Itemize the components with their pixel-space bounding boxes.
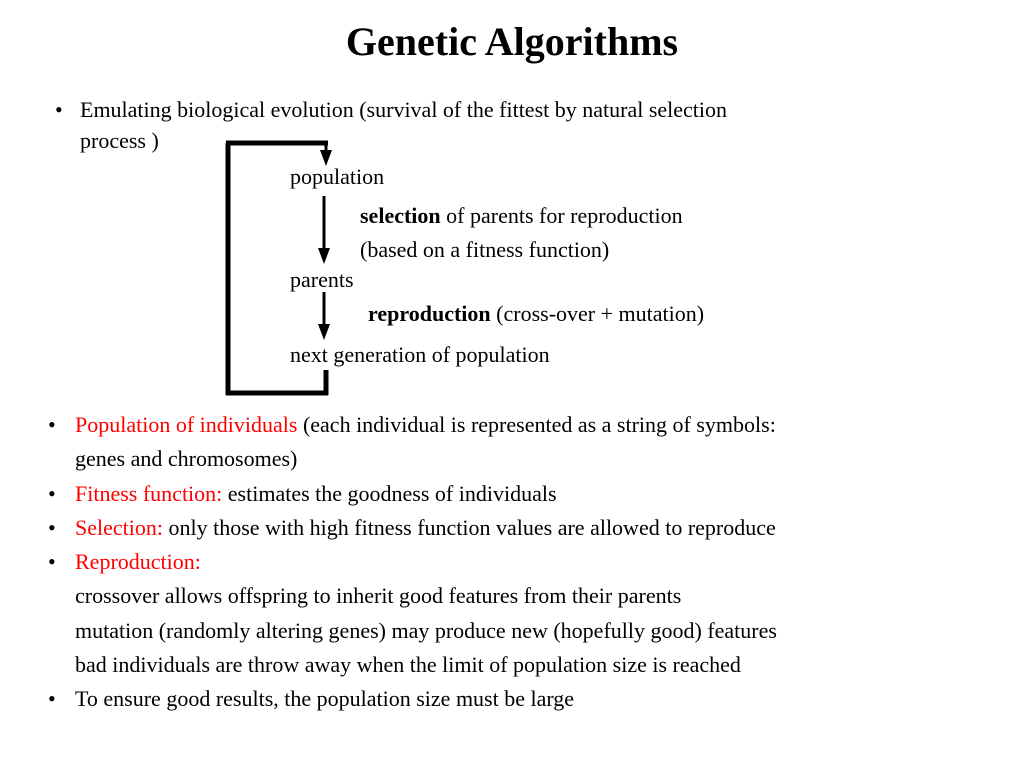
- flow-selection-note: (based on a fitness function): [360, 237, 610, 262]
- intro-line-1: Emulating biological evolution (survival…: [80, 97, 728, 122]
- bullet-3: Selection: only those with high fitness …: [75, 515, 776, 541]
- bullet-3-term: Selection:: [75, 515, 163, 540]
- bullet-2: Fitness function: estimates the goodness…: [75, 481, 557, 507]
- bullet-1-marker: •: [48, 412, 56, 437]
- bullet-4-sub-3: bad individuals are throw away when the …: [75, 652, 741, 677]
- bullet-4-marker: •: [48, 549, 56, 574]
- bullet-3-marker: •: [48, 515, 56, 540]
- bullet-1-term: Population of individuals: [75, 412, 298, 437]
- bullet-4-term: Reproduction:: [75, 549, 201, 574]
- bullet-2-term: Fitness function:: [75, 481, 223, 506]
- flow-next-generation: next generation of population: [290, 342, 550, 367]
- flow-parents: parents: [290, 267, 354, 292]
- bullet-1-text: (each individual is represented as a str…: [297, 412, 776, 437]
- flow-reproduction: reproduction (cross-over + mutation): [368, 301, 704, 327]
- selection-text: of parents for reproduction: [440, 203, 683, 228]
- intro-line-2: process ): [80, 128, 159, 153]
- bullet-4-sub-2: mutation (randomly altering genes) may p…: [75, 618, 777, 643]
- selection-arrow: [318, 196, 330, 264]
- intro-bullet: •: [55, 97, 63, 122]
- bullet-5-marker: •: [48, 686, 56, 711]
- bullet-5: To ensure good results, the population s…: [75, 686, 575, 711]
- loop-bracket: [225, 140, 332, 396]
- flow-population: population: [290, 164, 385, 189]
- bullet-1-line-2: genes and chromosomes): [75, 446, 298, 471]
- bullet-1: Population of individuals (each individu…: [75, 412, 776, 438]
- bullet-4-sub-1: crossover allows offspring to inherit go…: [75, 583, 682, 608]
- page-title: Genetic Algorithms: [345, 19, 679, 64]
- reproduction-arrow: [318, 292, 330, 340]
- selection-keyword: selection: [360, 203, 441, 228]
- reproduction-keyword: reproduction: [368, 301, 491, 326]
- bullet-2-marker: •: [48, 481, 56, 506]
- bullet-2-text: estimates the goodness of individuals: [222, 481, 557, 506]
- bullet-3-text: only those with high fitness function va…: [162, 515, 776, 540]
- flow-selection: selection of parents for reproduction: [360, 203, 683, 229]
- reproduction-text: (cross-over + mutation): [490, 301, 705, 326]
